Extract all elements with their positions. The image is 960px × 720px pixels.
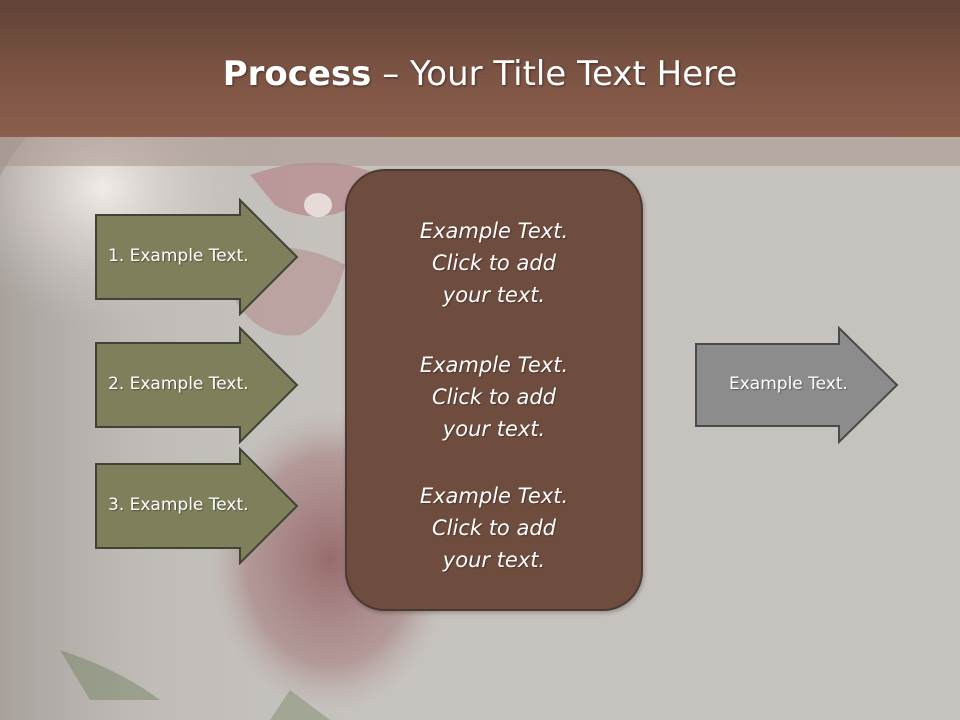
header-bar xyxy=(0,0,960,137)
title-bold: Process xyxy=(222,54,372,94)
center-item-3-line3: your text. xyxy=(442,548,546,572)
center-item-1-line3: your text. xyxy=(442,283,546,307)
center-box[interactable]: Example Text. Click to add your text. Ex… xyxy=(345,169,643,611)
right-arrow[interactable] xyxy=(694,326,900,444)
left-arrow-3[interactable] xyxy=(94,447,300,565)
center-item-1-line2: Click to add xyxy=(431,251,556,275)
center-item-1-line1: Example Text. xyxy=(419,219,569,243)
left-arrow-2-label: 2. Example Text. xyxy=(108,374,249,394)
slide-title[interactable]: Process – Your Title Text Here xyxy=(0,52,960,96)
header-band xyxy=(0,137,960,166)
left-arrow-1-label: 1. Example Text. xyxy=(108,246,249,266)
center-item-2[interactable]: Example Text. Click to add your text. xyxy=(347,349,641,445)
center-item-2-line3: your text. xyxy=(442,417,546,441)
center-item-3-line1: Example Text. xyxy=(419,484,569,508)
right-arrow-label: Example Text. xyxy=(729,374,848,394)
center-item-3[interactable]: Example Text. Click to add your text. xyxy=(347,480,641,576)
left-arrow-3-label: 3. Example Text. xyxy=(108,495,249,515)
left-arrow-1[interactable] xyxy=(94,198,300,316)
center-item-3-line2: Click to add xyxy=(431,516,556,540)
center-item-2-line2: Click to add xyxy=(431,385,556,409)
center-item-2-line1: Example Text. xyxy=(419,353,569,377)
title-rest: – Your Title Text Here xyxy=(371,54,738,94)
center-item-1[interactable]: Example Text. Click to add your text. xyxy=(347,215,641,311)
left-arrow-2[interactable] xyxy=(94,326,300,444)
